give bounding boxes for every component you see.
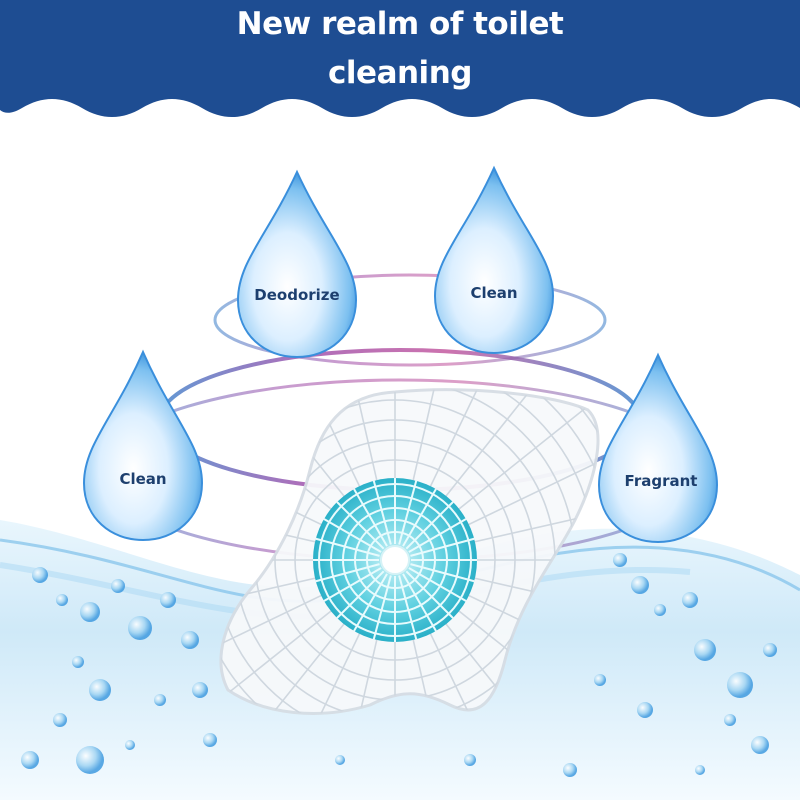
feature-label-deodorize: Deodorize <box>254 286 340 304</box>
screen-center-spoke <box>408 567 467 602</box>
page-title-line-1: New realm of toilet <box>236 6 564 42</box>
screen-center-spoke <box>315 563 380 583</box>
bubble-icon <box>203 733 217 747</box>
bubble-icon <box>111 579 125 593</box>
header-banner <box>0 0 800 117</box>
screen-center-spoke <box>353 488 388 547</box>
bubble-icon <box>682 592 698 608</box>
bubble-icon <box>21 751 39 769</box>
screen-center-spoke <box>398 575 418 640</box>
bubble-icon <box>154 694 166 706</box>
bubble-icon <box>56 594 68 606</box>
bubble-icon <box>594 674 606 686</box>
mesh-ring <box>294 459 496 661</box>
bubble-icon <box>751 736 769 754</box>
screen-center-spoke <box>336 501 385 550</box>
screen-center-spoke <box>398 480 418 545</box>
water-drop-icon <box>433 165 555 355</box>
feature-label-clean-left: Clean <box>119 470 167 488</box>
screen-center-spoke <box>410 537 475 557</box>
bubble-icon <box>53 713 67 727</box>
feature-label-clean-top: Clean <box>470 284 518 302</box>
page-title-line-2: cleaning <box>328 55 472 91</box>
bubble-icon <box>763 643 777 657</box>
bubble-icon <box>654 604 666 616</box>
bubble-icon <box>76 746 104 774</box>
screen-center-spoke <box>323 567 382 602</box>
bubble-icon <box>32 567 48 583</box>
screen-center-spoke <box>315 537 380 557</box>
feature-drop-deodorize <box>236 169 358 359</box>
bubble-icon <box>637 702 653 718</box>
bubble-icon <box>563 763 577 777</box>
bubble-icon <box>89 679 111 701</box>
bubble-icon <box>72 656 84 668</box>
screen-center-spoke <box>372 480 392 545</box>
bubble-icon <box>192 682 208 698</box>
mesh-ring <box>274 439 516 681</box>
bubble-icon <box>727 672 753 698</box>
bubble-icon <box>128 616 152 640</box>
bubble-icon <box>160 592 176 608</box>
screen-center-spoke <box>353 573 388 632</box>
bubbles <box>21 553 777 777</box>
screen-center-spoke <box>402 488 437 547</box>
bubble-icon <box>694 639 716 661</box>
water-drop-icon <box>82 349 204 542</box>
water-drop-icon <box>236 169 358 359</box>
bubble-icon <box>695 765 705 775</box>
feature-drop-clean-top <box>433 165 555 355</box>
bubble-icon <box>464 754 476 766</box>
screen-center-spoke <box>408 518 467 553</box>
screen-center-spoke <box>323 518 382 553</box>
bubble-icon <box>80 602 100 622</box>
screen-center-spoke <box>405 570 454 619</box>
screen-center-spoke <box>402 573 437 632</box>
feature-drop-fragrant <box>597 352 719 544</box>
screen-center-spoke <box>410 563 475 583</box>
feature-drop-clean-left <box>82 349 204 542</box>
bubble-icon <box>181 631 199 649</box>
bubble-icon <box>724 714 736 726</box>
bubble-icon <box>613 553 627 567</box>
bubble-icon <box>335 755 345 765</box>
bubble-icon <box>631 576 649 594</box>
screen-center-spoke <box>336 570 385 619</box>
screen-center-spoke <box>405 501 454 550</box>
water-drop-icon <box>597 352 719 544</box>
screen-center-spoke <box>372 575 392 640</box>
bubble-icon <box>125 740 135 750</box>
feature-label-fragrant: Fragrant <box>624 472 698 490</box>
